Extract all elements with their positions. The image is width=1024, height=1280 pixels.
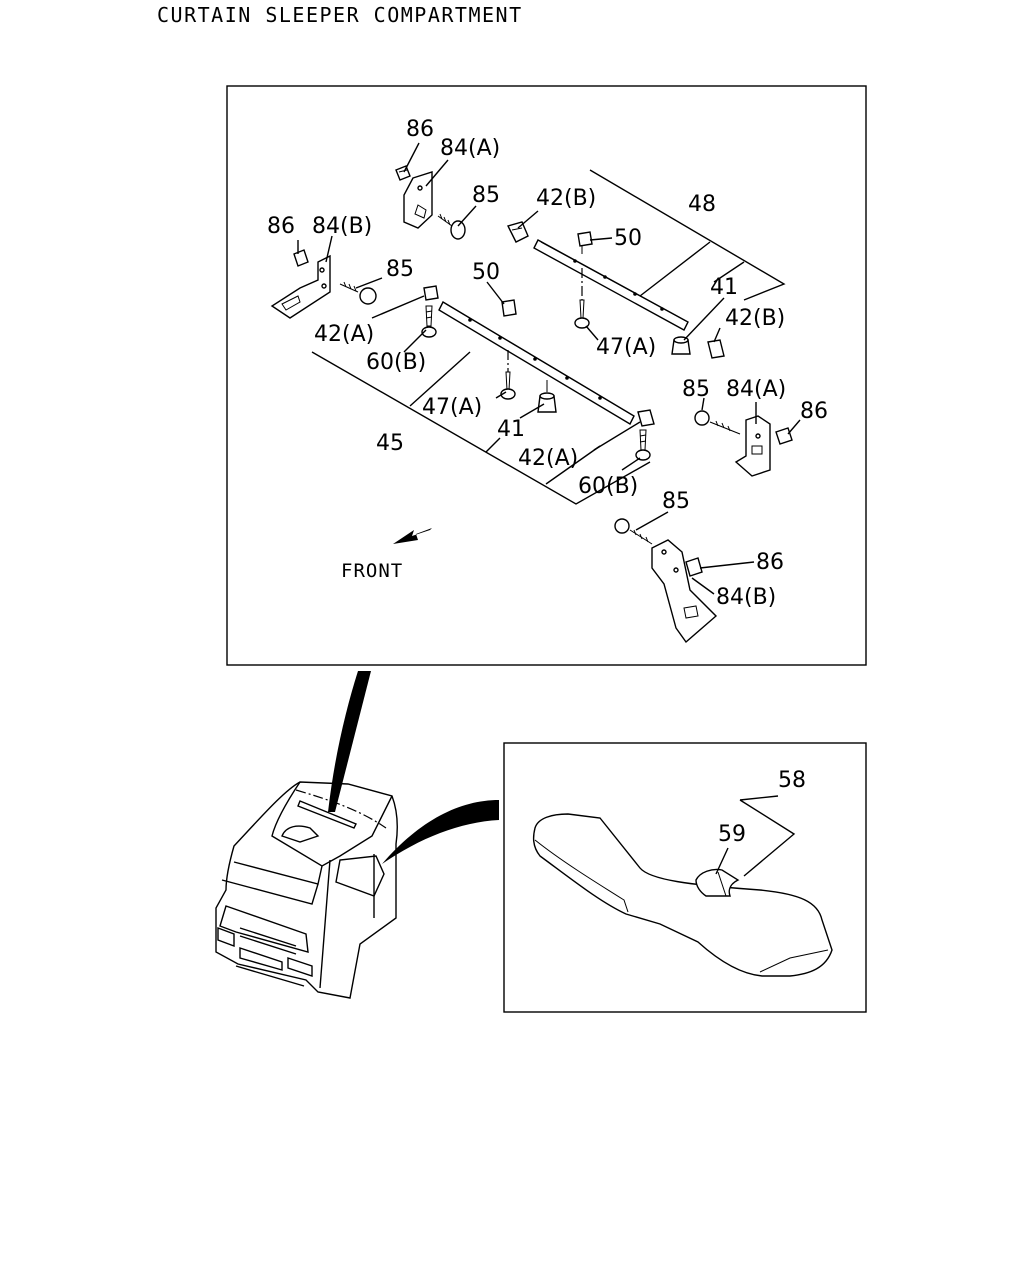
callout-47a-right: 47(A) [596,335,656,360]
callout-85-bottom: 85 [662,489,690,514]
callout-47a-mid: 47(A) [422,395,482,420]
callout-85-top: 85 [472,183,500,208]
front-label: FRONT [341,560,403,582]
callout-42b-top: 42(B) [536,186,596,211]
clip-42a-right [637,409,655,427]
grommet-41-right [671,336,691,355]
curtain-rail-45 [438,301,635,425]
page-title: CURTAIN SLEEPER COMPARTMENT [157,3,523,27]
grommet-41-mid [537,380,557,413]
callout-84a-right: 84(A) [726,377,786,402]
clip-86-bottom [685,557,703,577]
detail-panel-frame [503,742,867,1013]
callout-42a-left: 42(A) [314,322,374,347]
callout-84a-top: 84(A) [440,136,500,161]
callout-41-mid: 41 [497,417,525,442]
callout-42b-right: 42(B) [725,306,785,331]
callout-85-right: 85 [682,377,710,402]
detail-leader-lines [715,795,796,877]
callout-60b-right: 60(B) [578,474,638,499]
callout-84b-bottom: 84(B) [716,585,776,610]
clip-42a-left [423,285,439,301]
callout-42a-mid: 42(A) [518,446,578,471]
callout-86-right: 86 [800,399,828,424]
callout-60b-left: 60(B) [366,350,426,375]
clip-42b-top [506,221,529,243]
clip-50-mid [501,299,517,317]
curtain-rail-48 [533,239,689,331]
bracket-84a-right [734,415,771,477]
visor-clip-59 [695,868,740,897]
screw-47a-mid [500,350,516,400]
front-arrow-icon [393,528,432,544]
screw-85-top [437,213,466,240]
clip-86-top [395,165,411,181]
bracket-84b-bottom [651,539,718,644]
callout-45: 45 [376,431,404,456]
screw-85-left [339,281,377,305]
screw-85-bottom [614,518,653,545]
leader-lines [297,142,801,595]
callout-48: 48 [688,192,716,217]
callout-50-right: 50 [614,226,642,251]
callout-59: 59 [718,822,746,847]
screw-85-right [694,410,741,435]
callout-85-left: 85 [386,257,414,282]
callout-50-mid: 50 [472,260,500,285]
screw-47a-right [574,268,590,329]
screw-60b-right [635,429,651,461]
callout-86-left: 86 [267,214,295,239]
clip-50-right [577,231,593,254]
clip-86-left [293,249,309,267]
clip-86-right [775,427,793,445]
callout-86-top: 86 [406,117,434,142]
bracket-84a-top [403,171,433,229]
clip-42b-right [707,339,725,359]
callout-84b-left: 84(B) [312,214,372,239]
sun-visor-58 [532,813,833,977]
callout-58: 58 [778,768,806,793]
screw-60b-left [421,305,437,338]
main-panel-frame [226,85,867,666]
bracket-84b-left [270,254,331,319]
callout-86-bottom: 86 [756,550,784,575]
truck-cab-illustration [215,671,499,999]
callout-41-right: 41 [710,275,738,300]
